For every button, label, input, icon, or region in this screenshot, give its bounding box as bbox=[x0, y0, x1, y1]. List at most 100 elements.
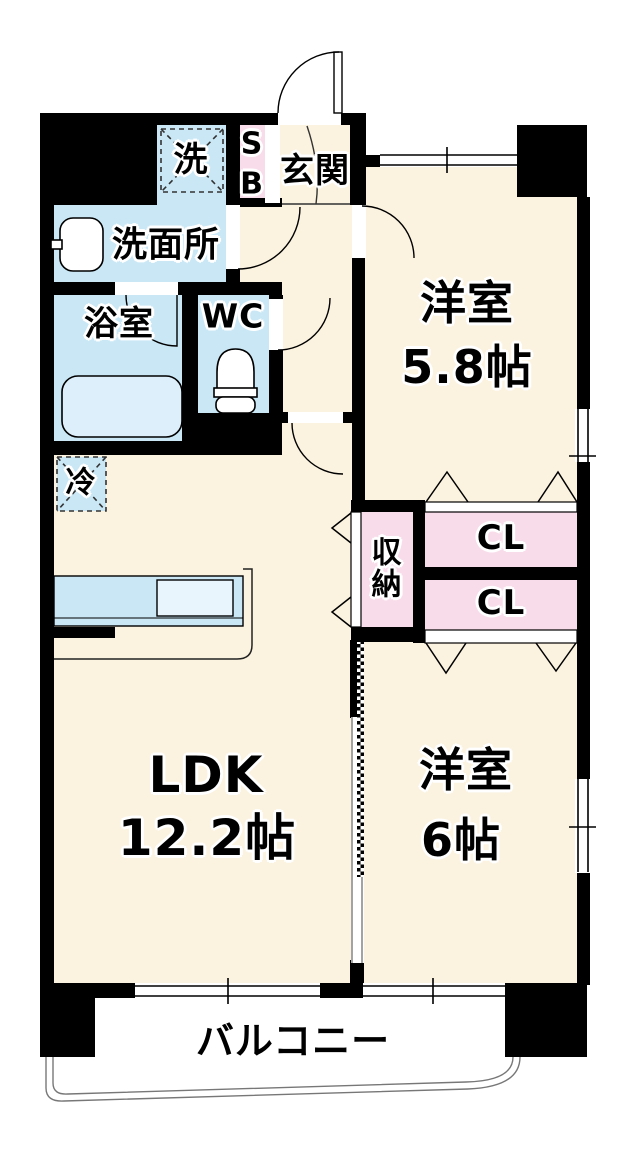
wall-washer-sb bbox=[226, 113, 240, 205]
room-fills bbox=[54, 125, 577, 985]
balcony-inner-line bbox=[52, 1056, 514, 1095]
sink-handle bbox=[50, 239, 63, 250]
wall-topleft-block bbox=[40, 113, 157, 205]
window-room1-top-body bbox=[380, 153, 517, 167]
ldk-floor-nook bbox=[282, 423, 352, 455]
washroom-door-gap bbox=[226, 205, 240, 269]
closet-lower-fold-1 bbox=[425, 642, 467, 675]
washer-box-cross bbox=[160, 128, 224, 193]
closet-lower-area bbox=[425, 580, 577, 630]
hallway-floor-upper bbox=[240, 203, 353, 282]
sink-icon bbox=[50, 217, 104, 272]
entrance-tataki-curve bbox=[306, 125, 318, 205]
wall-sb-base bbox=[226, 198, 282, 207]
wall-right-1 bbox=[577, 197, 590, 410]
wall-cl-middle bbox=[425, 567, 577, 580]
entrance-door-arc bbox=[277, 51, 340, 114]
fridge-box-icon bbox=[56, 456, 107, 512]
western-room-2-size-label: 6帖 bbox=[420, 812, 502, 867]
hallway-floor-lower bbox=[282, 282, 353, 423]
wall-entrance-right bbox=[350, 113, 366, 205]
window-ldk-bottom bbox=[135, 978, 320, 1004]
partition-hatch bbox=[357, 642, 364, 877]
entrance-door-gap bbox=[278, 113, 341, 125]
storage-label: 収納 bbox=[371, 535, 403, 602]
wall-hall-ldk-right bbox=[343, 412, 352, 423]
bathroom-door-gap bbox=[115, 282, 178, 295]
toilet-icon bbox=[213, 348, 258, 414]
toilet-label: WC bbox=[201, 296, 265, 336]
balcony-outer-line bbox=[45, 1056, 521, 1102]
window-room2-right bbox=[569, 779, 596, 873]
window-room1-top bbox=[380, 147, 517, 173]
wc-door-gap bbox=[269, 299, 283, 350]
closet-lower-door-strip bbox=[424, 629, 578, 644]
wall-top-right-of-door bbox=[341, 113, 352, 125]
wall-storage-cl-divider bbox=[413, 512, 425, 643]
wall-room1-top-stub bbox=[365, 155, 380, 167]
closet-upper-area bbox=[425, 512, 577, 567]
wall-wc-right-bottom bbox=[269, 350, 283, 413]
wall-bottom-a bbox=[95, 983, 135, 998]
closet-upper-door-strip bbox=[424, 501, 578, 513]
shoe-box-label-line1: S bbox=[240, 126, 264, 162]
closet-upper-fold-2 bbox=[537, 470, 578, 503]
fixtures bbox=[50, 128, 258, 660]
storage-door-strip bbox=[350, 511, 362, 628]
window-room2-bottom-body bbox=[363, 983, 505, 999]
storage-fold-2 bbox=[330, 596, 352, 628]
wall-right-3 bbox=[577, 872, 590, 985]
window-room2-bottom bbox=[363, 978, 505, 1004]
wall-washroom-bottom bbox=[40, 282, 115, 295]
wall-bathroom-bottom bbox=[40, 441, 198, 455]
window-ldk-bottom-lines bbox=[135, 978, 320, 1004]
walls bbox=[40, 113, 590, 1057]
kitchen-counter-outline bbox=[54, 568, 253, 660]
wc-door-arc bbox=[277, 297, 331, 351]
western-room-1-floor bbox=[365, 155, 577, 502]
wall-kitchen-stub bbox=[54, 627, 115, 638]
closet-upper-fold-1 bbox=[425, 470, 469, 503]
shoe-box-label-line2: B bbox=[240, 166, 264, 202]
ldk-floor bbox=[54, 453, 352, 985]
wall-hall-ldk-left bbox=[282, 412, 288, 423]
bathroom-door-arc bbox=[125, 294, 178, 347]
ldk-size-label: 12.2帖 bbox=[117, 808, 297, 867]
wall-wc-left bbox=[182, 295, 198, 413]
window-room1-top-lines bbox=[380, 147, 517, 173]
wall-room1-left bbox=[352, 258, 365, 512]
washroom-label: 洗面所 bbox=[111, 225, 221, 266]
kitchen-counter bbox=[53, 568, 253, 660]
western-room-1-name-label: 洋室 bbox=[420, 275, 514, 330]
shoe-box-door-gap bbox=[265, 125, 280, 203]
room1-door-gap bbox=[352, 205, 366, 258]
hall-ldk-door-gap bbox=[288, 412, 343, 423]
washer-box-outline bbox=[160, 128, 224, 193]
hall-ldk-door-arc bbox=[291, 422, 344, 475]
toilet-tank bbox=[215, 396, 256, 414]
balcony-outline bbox=[45, 1056, 521, 1102]
balcony-label: バルコニー bbox=[195, 1019, 391, 1064]
closet-lower-fold-2 bbox=[535, 642, 577, 673]
washroom-door-arc bbox=[237, 206, 301, 270]
wall-wc-right-top bbox=[269, 295, 283, 299]
toilet-seat bbox=[213, 387, 258, 398]
bathroom-label: 浴室 bbox=[84, 304, 154, 345]
window-room2-right-lines bbox=[569, 779, 596, 872]
room1-door-arc bbox=[361, 205, 415, 259]
wall-bottomright-block bbox=[505, 983, 587, 1057]
wall-below-washroom-door bbox=[226, 269, 240, 282]
washer-box-icon bbox=[160, 128, 224, 193]
windows bbox=[135, 147, 596, 1004]
folding-door-symbols bbox=[330, 470, 578, 675]
door-swings bbox=[125, 51, 415, 475]
washer-label: 洗 bbox=[173, 140, 209, 181]
wall-storage-top bbox=[351, 500, 425, 512]
closet-upper-label: CL bbox=[476, 518, 526, 559]
toilet-bowl bbox=[216, 348, 255, 393]
entrance-door-leaf bbox=[333, 51, 343, 114]
shoe-box-area bbox=[240, 125, 265, 203]
window-room2-bottom-lines bbox=[363, 978, 505, 1004]
